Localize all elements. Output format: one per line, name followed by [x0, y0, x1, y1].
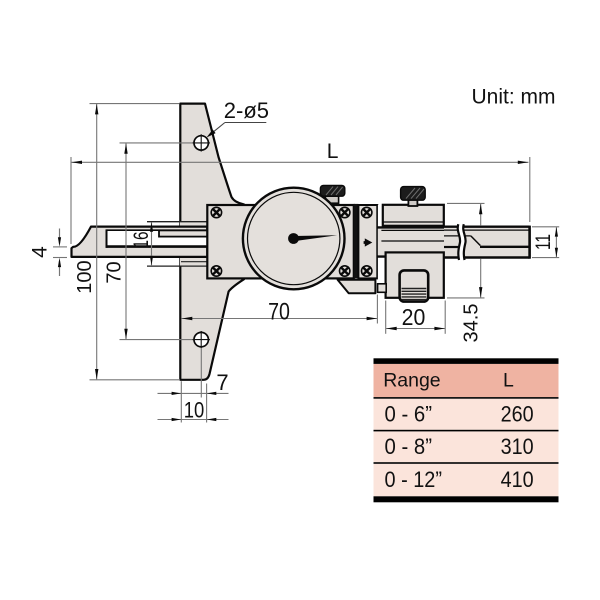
- svg-text:410: 410: [501, 467, 534, 492]
- svg-text:L: L: [503, 370, 514, 392]
- svg-text:Unit: mm: Unit: mm: [472, 86, 556, 109]
- svg-text:20: 20: [402, 304, 426, 330]
- svg-text:100: 100: [74, 260, 96, 293]
- svg-text:7: 7: [216, 370, 228, 395]
- svg-text:0 - 6”: 0 - 6”: [385, 401, 433, 426]
- svg-text:4: 4: [29, 246, 52, 258]
- svg-text:10: 10: [184, 397, 205, 422]
- svg-text:0 - 12”: 0 - 12”: [385, 467, 443, 492]
- svg-text:0 - 8”: 0 - 8”: [385, 434, 433, 459]
- svg-text:310: 310: [501, 434, 534, 459]
- svg-text:260: 260: [501, 401, 534, 426]
- svg-text:2-ø5: 2-ø5: [224, 98, 269, 123]
- svg-text:L: L: [327, 140, 339, 163]
- svg-text:11: 11: [532, 234, 555, 250]
- svg-text:34.5: 34.5: [460, 304, 482, 343]
- svg-text:Range: Range: [383, 370, 440, 392]
- svg-text:70: 70: [103, 261, 125, 283]
- svg-text:70: 70: [268, 299, 290, 326]
- svg-text:16: 16: [130, 232, 153, 249]
